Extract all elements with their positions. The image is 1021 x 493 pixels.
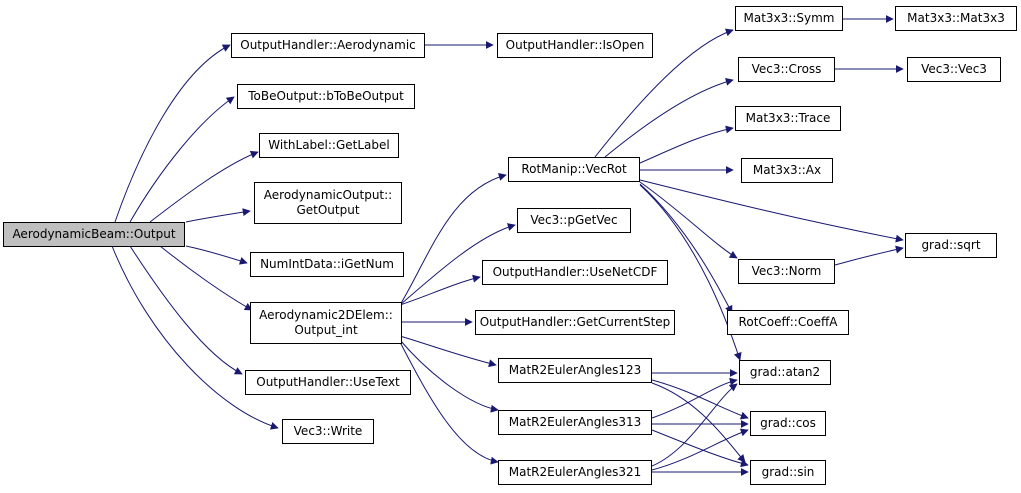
node-outputhandler-isopen[interactable]: OutputHandler::IsOpen xyxy=(497,33,653,58)
node-aerodynamicoutput-getoutput[interactable]: AerodynamicOutput:: GetOutput xyxy=(254,182,402,224)
node-vec3-vec3[interactable]: Vec3::Vec3 xyxy=(907,57,1001,82)
node-mat3x3-mat3x3[interactable]: Mat3x3::Mat3x3 xyxy=(895,6,1017,31)
edge-a2d-usenetcdf xyxy=(399,274,481,306)
node-matr2eulerangles321[interactable]: MatR2EulerAngles321 xyxy=(498,460,652,485)
edge-rotmanip-symm xyxy=(594,28,734,158)
node-outputhandler-getcurrentstep[interactable]: OutputHandler::GetCurrentStep xyxy=(475,310,675,335)
edge-root-a2d xyxy=(159,245,253,311)
edge-a2d-euler321 xyxy=(399,341,499,465)
edge-root-aeroout xyxy=(185,208,251,223)
node-grad-sqrt[interactable]: grad::sqrt xyxy=(905,233,997,258)
node-outputhandler-aerodynamic[interactable]: OutputHandler::Aerodynamic xyxy=(231,33,425,58)
edge-rotmanip-norm xyxy=(639,181,738,259)
edge-root-write xyxy=(111,245,279,430)
node-matr2eulerangles313[interactable]: MatR2EulerAngles313 xyxy=(498,410,652,435)
node-aerodynamic2delem-output-int[interactable]: Aerodynamic2DElem:: Output_int xyxy=(250,302,402,344)
node-mat3x3-symm[interactable]: Mat3x3::Symm xyxy=(735,6,843,31)
node-mat3x3-trace[interactable]: Mat3x3::Trace xyxy=(735,106,841,131)
node-grad-cos[interactable]: grad::cos xyxy=(750,411,826,436)
edge-rotmanip-coeffa xyxy=(639,183,733,314)
edge-e123-sin xyxy=(651,382,746,463)
node-rotcoeff-coeffa[interactable]: RotCoeff::CoeffA xyxy=(727,310,849,335)
node-tobeoutput-btobeoutput[interactable]: ToBeOutput::bToBeOutput xyxy=(237,84,415,109)
node-vec3-pgetvec[interactable]: Vec3::pGetVec xyxy=(517,208,631,233)
node-grad-sin[interactable]: grad::sin xyxy=(750,460,826,485)
edge-norm-sqrt xyxy=(834,245,904,266)
node-outputhandler-usetext[interactable]: OutputHandler::UseText xyxy=(245,370,411,395)
edge-root-oh-aero xyxy=(114,44,231,223)
edge-rotmanip-cross xyxy=(604,77,734,158)
node-numintdata-igetnum[interactable]: NumIntData::iGetNum xyxy=(250,252,404,277)
edge-rotmanip-sqrt xyxy=(639,179,904,243)
node-outputhandler-usenetcdf[interactable]: OutputHandler::UseNetCDF xyxy=(482,260,668,285)
edge-e123-cos xyxy=(651,379,749,420)
edge-e313-atan2 xyxy=(651,377,738,419)
node-rotmanip-vecrot[interactable]: RotManip::VecRot xyxy=(508,157,640,182)
edge-rotmanip-trace xyxy=(639,125,734,164)
node-matr2eulerangles123[interactable]: MatR2EulerAngles123 xyxy=(498,358,652,383)
node-vec3-cross[interactable]: Vec3::Cross xyxy=(738,57,835,82)
edge-e321-cos xyxy=(651,428,749,471)
edge-a2d-euler123 xyxy=(399,335,497,368)
node-withlabel-getlabel[interactable]: WithLabel::GetLabel xyxy=(259,133,399,158)
node-vec3-write[interactable]: Vec3::Write xyxy=(282,419,374,444)
edge-a2d-euler313 xyxy=(399,339,499,413)
edge-root-usetext xyxy=(129,245,243,375)
node-mat3x3-ax[interactable]: Mat3x3::Ax xyxy=(741,158,833,183)
node-vec3-norm[interactable]: Vec3::Norm xyxy=(738,259,835,284)
edge-root-numint xyxy=(185,245,248,265)
edge-root-tobe xyxy=(129,96,235,223)
node-aerodynamicbeam-output[interactable]: AerodynamicBeam::Output xyxy=(3,222,185,247)
edge-rotmanip-atan2 xyxy=(639,184,742,361)
edge-root-withlabel xyxy=(149,150,259,223)
edge-e321-atan2 xyxy=(651,383,738,467)
edge-a2d-pgetvec xyxy=(399,223,516,306)
edge-a2d-rotmanip xyxy=(399,173,507,306)
node-grad-atan2[interactable]: grad::atan2 xyxy=(739,360,831,385)
